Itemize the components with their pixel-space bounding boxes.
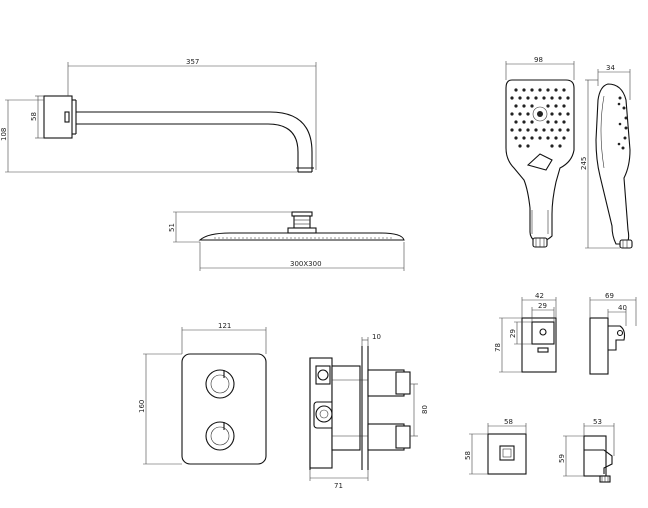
hand-length-label: 245: [580, 157, 588, 170]
valve-side-drawing: 10 80 71: [309, 333, 429, 490]
rain-head-plate: [198, 232, 405, 241]
valve-depth-label: 71: [334, 482, 343, 490]
holder-height-label: 78: [494, 343, 502, 352]
holder-cradle: [608, 325, 626, 351]
holder-inner-height-label: 29: [509, 329, 517, 338]
holder-side-drawing: 69 40: [589, 292, 637, 375]
rain-head-drawing: 51 300X300: [168, 211, 405, 271]
shower-arm-drawing: 357 58 108: [0, 58, 317, 173]
valve-spacing-label: 80: [421, 405, 429, 414]
holder-side-body: [589, 317, 609, 375]
elbow-front-drawing: 58 58: [464, 418, 527, 475]
elbow-side-body: [583, 435, 607, 477]
elbow-depth-height-label: 59: [558, 454, 566, 463]
holder-outer-width-label: 42: [535, 292, 544, 300]
hand-width-label: 98: [534, 56, 543, 64]
holder-depth-label: 69: [605, 292, 614, 300]
holder-inner-width-label: 29: [538, 302, 547, 310]
temperature-knob: [205, 369, 235, 399]
valve-cover-plate: [181, 353, 267, 465]
hand-depth-label: 34: [606, 64, 615, 72]
flow-knob: [205, 421, 235, 451]
head-size-label: 300X300: [290, 260, 322, 268]
hand-shower-button: [526, 153, 553, 171]
holder-front-drawing: 42 29 29 78: [494, 292, 557, 373]
hand-shower-body: [505, 79, 575, 243]
arm-pipe: [76, 111, 313, 168]
elbow-width-label: 58: [504, 418, 513, 426]
hand-shower-side-drawing: 34 245: [580, 64, 633, 249]
arm-length-label: 357: [186, 58, 199, 66]
elbow-depth-label: 53: [593, 418, 602, 426]
valve-cover-drawing: 121 160: [138, 322, 267, 465]
arm-total-height-label: 108: [0, 128, 8, 141]
valve-height-label: 160: [138, 400, 146, 413]
hand-shower-front-drawing: 98: [505, 56, 575, 248]
holder-depth-inner-label: 40: [618, 304, 627, 312]
head-height-label: 51: [168, 223, 176, 232]
elbow-side-drawing: 53 59: [558, 418, 615, 483]
elbow-height-label: 58: [464, 451, 472, 460]
cover-depth-label: 10: [372, 333, 381, 341]
arm-flange-height-label: 58: [30, 112, 38, 121]
hand-shower-nozzles: [510, 88, 570, 148]
valve-width-label: 121: [218, 322, 231, 330]
